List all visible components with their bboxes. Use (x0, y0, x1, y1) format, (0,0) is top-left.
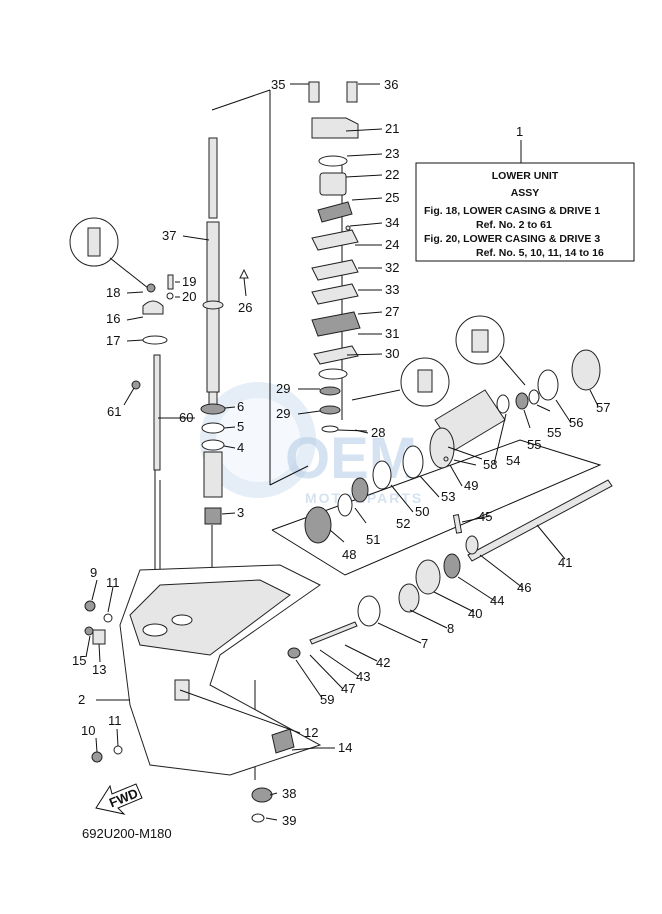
info-box-title: LOWER UNIT (492, 170, 559, 182)
drive-sleeve-set (200, 403, 226, 525)
callout-57: 57 (596, 400, 610, 415)
callout-45: 45 (478, 509, 492, 524)
callout-61: 61 (107, 404, 121, 419)
callout-17: 17 (106, 333, 120, 348)
callout-52: 52 (396, 516, 410, 531)
propeller-shaft-housing (337, 349, 601, 517)
water-pump-stack (308, 81, 361, 433)
callout-8: 8 (447, 621, 454, 636)
callout-38: 38 (282, 786, 296, 801)
callout-19: 19 (182, 274, 196, 289)
callout-58: 58 (483, 457, 497, 472)
watermark: OEM MOTORPARTS (200, 382, 421, 506)
callout-10: 10 (81, 723, 95, 738)
callout-42: 42 (376, 655, 390, 670)
info-box-line2: Ref. No. 2 to 61 (476, 219, 552, 231)
callout-22: 22 (385, 167, 399, 182)
callout-50: 50 (415, 504, 429, 519)
leader-lines (85, 83, 599, 821)
callout-37: 37 (162, 228, 176, 243)
callout-49: 49 (464, 478, 478, 493)
callout-54: 54 (506, 453, 520, 468)
callout-33: 33 (385, 282, 399, 297)
callout-23: 23 (385, 146, 399, 161)
callout-5: 5 (237, 419, 244, 434)
gears (251, 506, 461, 823)
callout-labels: 35 36 21 23 22 25 34 24 32 33 27 31 30 2… (72, 77, 610, 828)
callout-6: 6 (237, 399, 244, 414)
info-box-line1: Fig. 18, LOWER CASING & DRIVE 1 (424, 205, 600, 217)
callout-16: 16 (106, 311, 120, 326)
info-box-subtitle: ASSY (511, 187, 540, 199)
callout-21: 21 (385, 121, 399, 136)
diagram-code: 692U200-M180 (82, 826, 172, 841)
shift-detail (455, 315, 526, 386)
impeller-detail (69, 217, 149, 289)
callout-2: 2 (78, 692, 85, 707)
callout-55b: 55 (547, 425, 561, 440)
callout-36: 36 (384, 77, 398, 92)
callout-25: 25 (385, 190, 399, 205)
callout-24: 24 (385, 237, 399, 252)
callout-27: 27 (385, 304, 399, 319)
callout-20: 20 (182, 289, 196, 304)
callout-55a: 55 (527, 437, 541, 452)
callout-43: 43 (356, 669, 370, 684)
callout-28: 28 (371, 425, 385, 440)
propeller-shaft (287, 479, 613, 659)
callout-11a: 11 (106, 575, 120, 590)
info-box-line4: Ref. No. 5, 10, 11, 14 to 16 (476, 247, 604, 259)
callout-12: 12 (304, 725, 318, 740)
callout-31: 31 (385, 326, 399, 341)
callout-39: 39 (282, 813, 296, 828)
fwd-arrow: FWD (95, 783, 143, 815)
callout-56: 56 (569, 415, 583, 430)
callout-44: 44 (490, 593, 504, 608)
info-box: 1 LOWER UNIT ASSY Fig. 18, LOWER CASING … (415, 124, 635, 262)
callout-18: 18 (106, 285, 120, 300)
clip-detail (351, 357, 450, 407)
callout-11b: 11 (108, 713, 122, 728)
shift-rod-assembly (131, 268, 249, 471)
callout-40: 40 (468, 606, 482, 621)
callout-47: 47 (341, 681, 355, 696)
callout-59: 59 (320, 692, 334, 707)
callout-14: 14 (338, 740, 352, 755)
callout-34: 34 (385, 215, 399, 230)
callout-41: 41 (558, 555, 572, 570)
callout-15: 15 (72, 653, 86, 668)
callout-9: 9 (90, 565, 97, 580)
small-fittings (84, 600, 316, 763)
callout-32: 32 (385, 260, 399, 275)
callout-7: 7 (421, 636, 428, 651)
callout-13: 13 (92, 662, 106, 677)
watermark-main: OEM (285, 426, 417, 491)
callout-3: 3 (237, 505, 244, 520)
callout-1: 1 (516, 124, 523, 139)
callout-35: 35 (271, 77, 285, 92)
callout-53: 53 (441, 489, 455, 504)
callout-29a: 29 (276, 381, 290, 396)
callout-30: 30 (385, 346, 399, 361)
callout-60: 60 (179, 410, 193, 425)
info-box-line3: Fig. 20, LOWER CASING & DRIVE 3 (424, 233, 600, 245)
callout-46: 46 (517, 580, 531, 595)
callout-48: 48 (342, 547, 356, 562)
callout-51: 51 (366, 532, 380, 547)
callout-26: 26 (238, 300, 252, 315)
callout-29b: 29 (276, 406, 290, 421)
fwd-label: FWD (107, 785, 140, 810)
drive-shaft (202, 137, 224, 413)
callout-4: 4 (237, 440, 244, 455)
